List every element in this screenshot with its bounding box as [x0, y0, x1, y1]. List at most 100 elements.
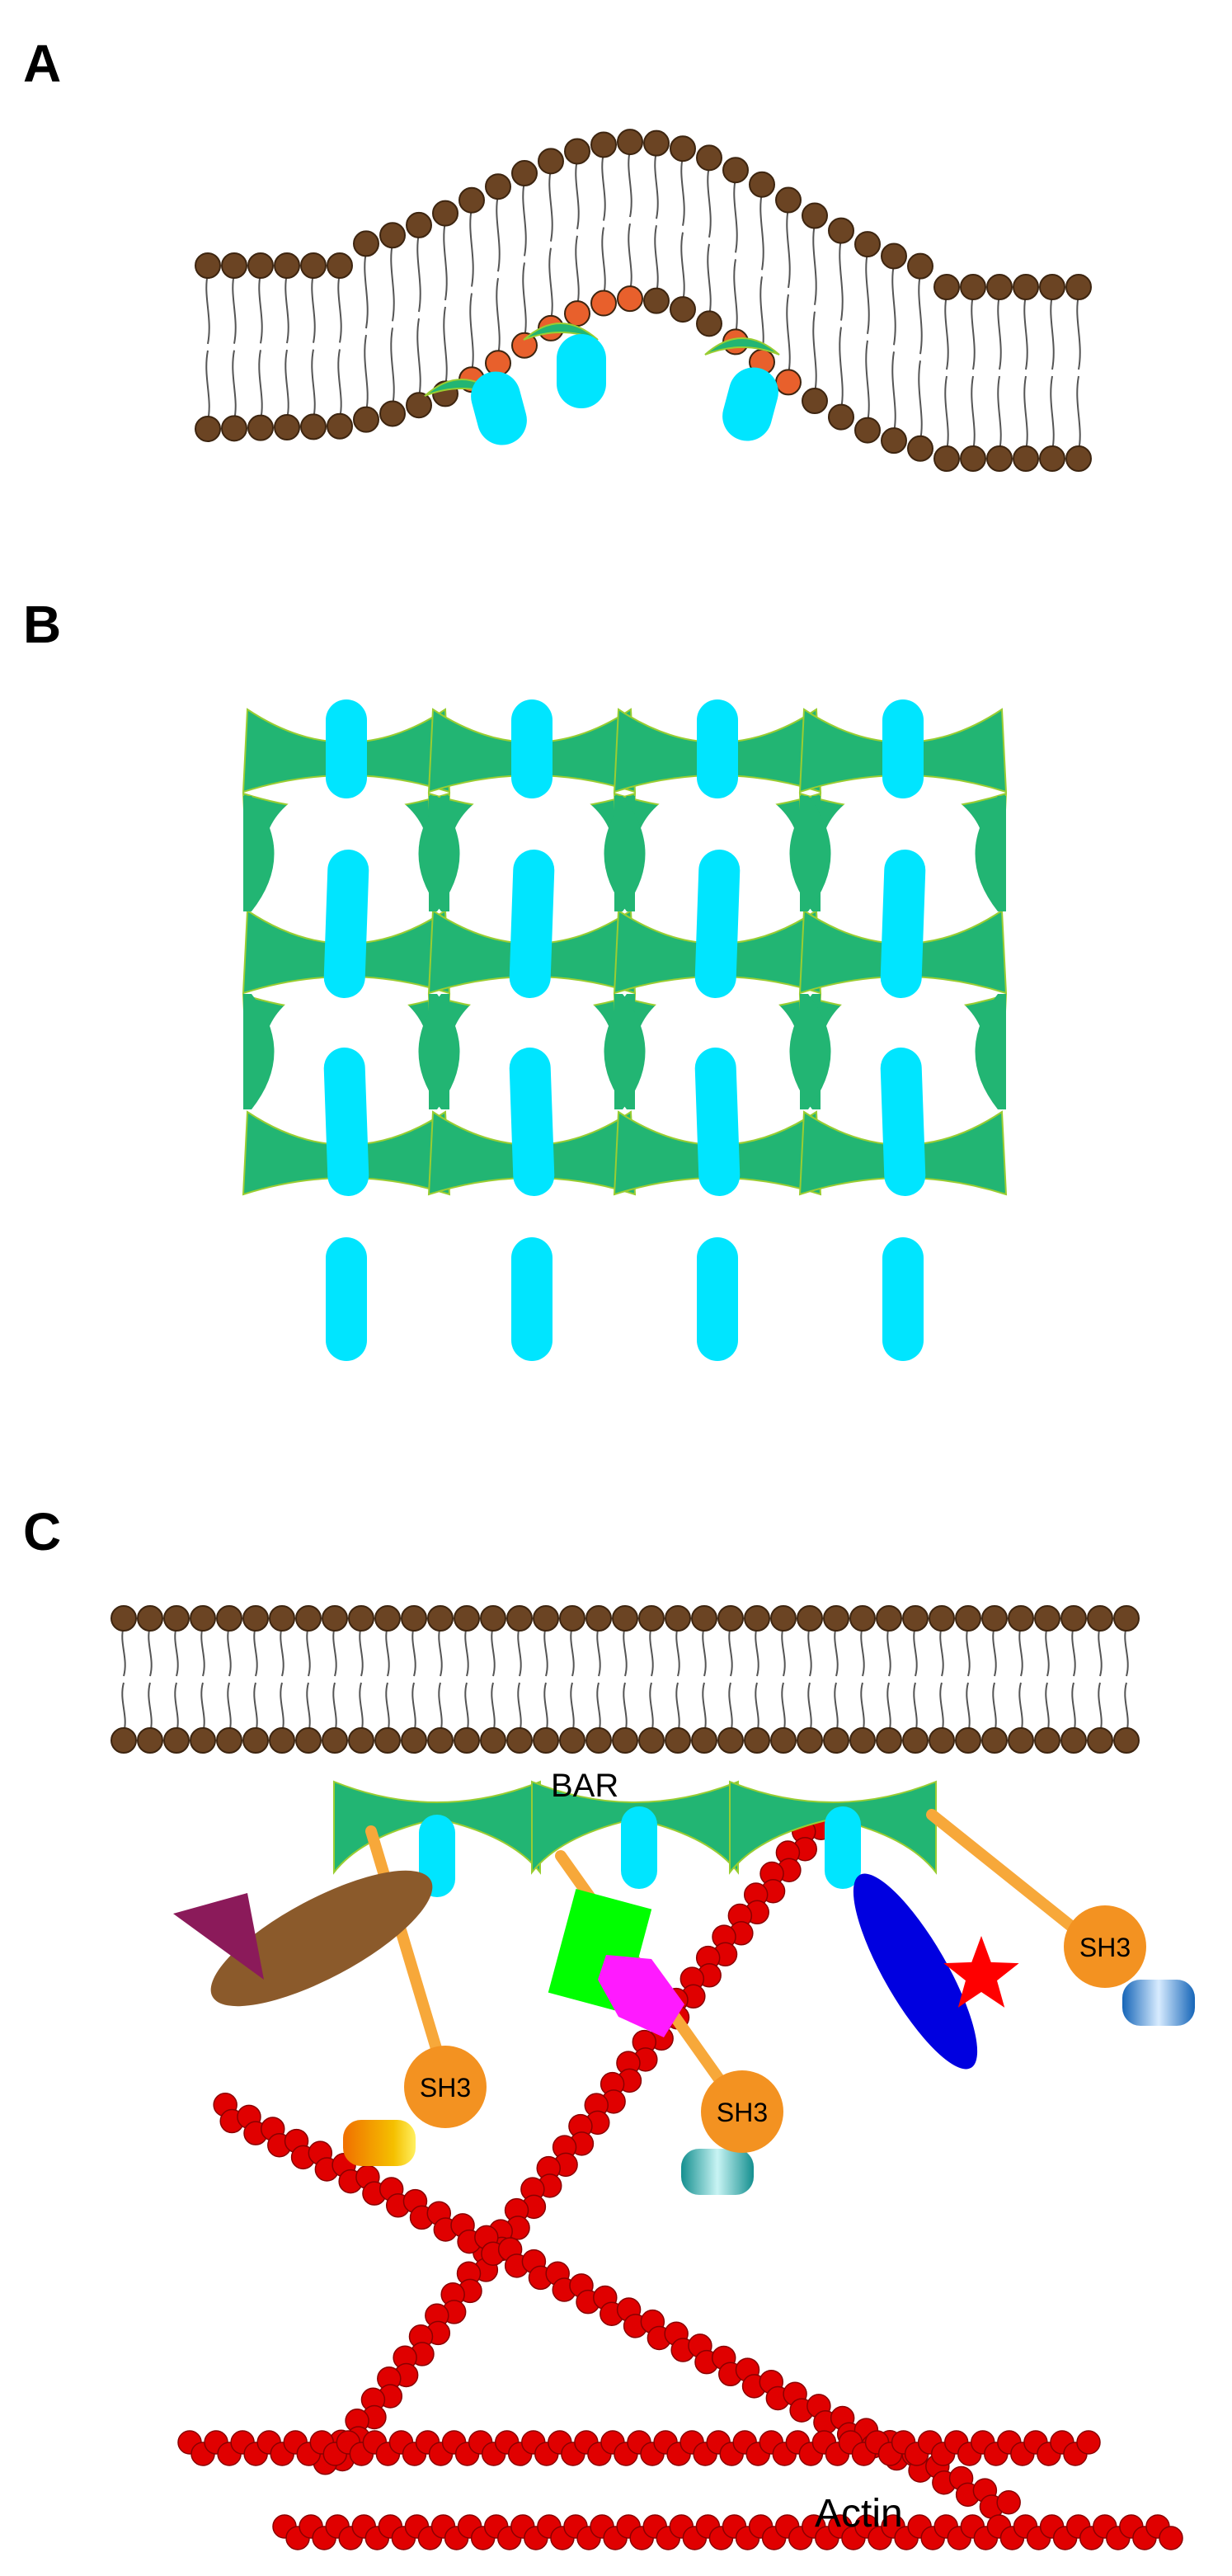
- lipid-tail: [306, 1682, 311, 1733]
- lipid-head: [195, 415, 221, 442]
- lipid-tail: [1018, 1626, 1023, 1677]
- lipid-tail: [939, 1626, 944, 1677]
- lipid-tail: [807, 1626, 812, 1677]
- lipid-head: [216, 1727, 242, 1754]
- lipid-tail: [966, 1626, 971, 1677]
- sh3-domain: [701, 2070, 783, 2153]
- panel-label-a: A: [23, 34, 62, 93]
- lipid-tail: [411, 1682, 416, 1733]
- lipid-tail: [496, 195, 501, 272]
- lipid-tail: [812, 224, 817, 305]
- lipid-tail: [728, 1682, 733, 1733]
- lipid-tail: [971, 294, 976, 370]
- lipid-head: [823, 1727, 849, 1754]
- lipid-tail: [781, 1682, 786, 1733]
- lipid-tail: [755, 1682, 759, 1733]
- lipid-head: [770, 1727, 797, 1754]
- lipid-head: [374, 1605, 401, 1632]
- lipid-head: [242, 1727, 269, 1754]
- lipid-tail: [491, 1626, 496, 1677]
- lipid-tail: [680, 232, 685, 302]
- lipid-tail: [834, 1626, 839, 1677]
- lipid-head: [327, 412, 353, 440]
- lipid-head: [802, 388, 828, 415]
- lipid-tail: [939, 1682, 944, 1733]
- lipid-head: [1013, 274, 1039, 300]
- lipid-tail: [227, 1626, 232, 1677]
- amphipathic-helix: [882, 1237, 924, 1361]
- linker: [926, 1809, 1103, 1952]
- lipid-head: [929, 1605, 955, 1632]
- binding-partner: [681, 2149, 754, 2195]
- sh3-label: SH3: [420, 2073, 471, 2103]
- lipid-head: [406, 392, 432, 419]
- lipid-head: [221, 252, 247, 279]
- lipid-tail: [121, 1626, 126, 1677]
- lipid-tail: [1124, 1626, 1129, 1677]
- panel-label-c: C: [23, 1502, 62, 1561]
- lipid-head: [295, 1727, 322, 1754]
- lipid-head: [981, 1727, 1008, 1754]
- lipid-head: [247, 252, 274, 279]
- lipid-tail: [385, 1626, 390, 1677]
- lipid-tail: [575, 235, 580, 306]
- lipid-head: [195, 252, 221, 279]
- lipid-head: [137, 1605, 163, 1632]
- lipid-head: [849, 1605, 876, 1632]
- amphipathic-helix: [511, 1237, 553, 1361]
- amphipathic-helix: [509, 850, 555, 998]
- lipid-head: [454, 1727, 480, 1754]
- lipid-tail: [359, 1682, 364, 1733]
- lipid-head: [1060, 1605, 1087, 1632]
- bar-cusp: [975, 796, 1006, 911]
- lipid-head: [111, 1605, 137, 1632]
- lipid-head: [717, 1727, 744, 1754]
- brown-protein: [210, 1870, 433, 2007]
- actin-monomer: [996, 2490, 1021, 2515]
- lipid-head: [612, 1727, 638, 1754]
- lipid-tail: [364, 252, 369, 329]
- lipid-tail: [807, 1682, 812, 1733]
- lipid-head: [322, 1605, 348, 1632]
- panel-b-bar-lattice: [242, 699, 1008, 1361]
- lipid-head: [511, 160, 538, 187]
- lipid-tail: [839, 238, 844, 321]
- lipid-tail: [971, 375, 976, 451]
- lipid-head: [511, 332, 538, 359]
- lipid-head: [1113, 1727, 1140, 1754]
- lipid-tail: [416, 233, 421, 313]
- lipid-tail: [575, 159, 580, 229]
- lipid-tail: [1050, 294, 1055, 370]
- lipid-head: [247, 414, 274, 441]
- lipid-head: [722, 157, 749, 184]
- amphipathic-helix: [880, 1048, 926, 1196]
- lipid-head: [1013, 445, 1039, 472]
- amphipathic-helix: [509, 1048, 555, 1196]
- lipid-tail: [733, 259, 738, 334]
- lipid-tail: [570, 1682, 575, 1733]
- bar-cusp: [800, 796, 831, 911]
- lipid-head: [269, 1605, 295, 1632]
- lipid-tail: [733, 178, 738, 253]
- lipid-tail: [337, 349, 342, 418]
- actin-monomer: [1159, 2526, 1183, 2550]
- lipid-head: [696, 310, 722, 337]
- amphipathic-helix: [326, 1237, 367, 1361]
- lipid-tail: [121, 1682, 126, 1733]
- bar-dimer: [729, 1780, 937, 1875]
- lipid-tail: [232, 350, 237, 421]
- lipid-tail: [944, 294, 949, 370]
- lipid-tail: [755, 1626, 759, 1677]
- amphipathic-helix: [694, 1048, 741, 1196]
- lipid-tail: [628, 223, 632, 291]
- lipid-head: [876, 1605, 902, 1632]
- lipid-tail: [839, 327, 844, 409]
- bar-cusp: [243, 994, 275, 1109]
- lipid-tail: [913, 1682, 918, 1733]
- amphipathic-helix: [694, 850, 741, 998]
- lipid-tail: [469, 293, 474, 372]
- bar-cusp: [975, 994, 1006, 1109]
- lipid-head: [322, 1727, 348, 1754]
- lipid-head: [506, 1605, 533, 1632]
- lipid-tail: [253, 1626, 258, 1677]
